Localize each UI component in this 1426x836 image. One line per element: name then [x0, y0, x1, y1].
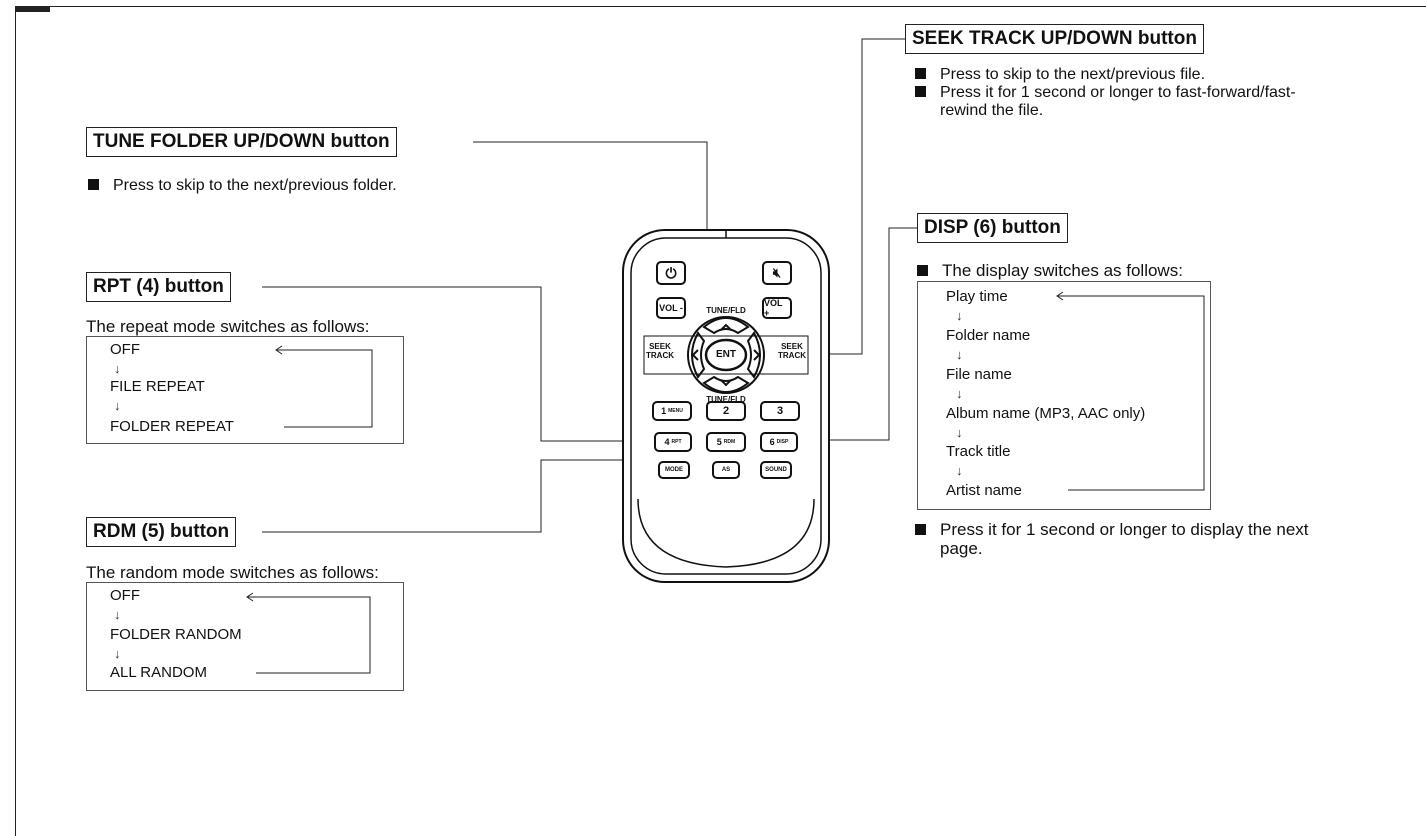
rpt-mode-off: OFF [110, 341, 140, 358]
rdm-mode-folder: FOLDER RANDOM [110, 626, 242, 643]
seek-note-1: Press to skip to the next/previous file. [915, 66, 1205, 84]
disp-note-1: Press it for 1 second or longer to displ… [915, 521, 1309, 539]
down-arrow-icon: ↓ [114, 398, 121, 413]
disp-mode-artist-name: Artist name [946, 482, 1022, 499]
down-arrow-icon: ↓ [114, 646, 121, 661]
vol-minus-button[interactable]: VOL - [656, 297, 686, 319]
bullet-icon [917, 265, 928, 276]
page-frame [15, 6, 1426, 836]
seek-note-3: rewind the file. [940, 102, 1044, 119]
disp-mode-play-time: Play time [946, 288, 1008, 305]
rpt-mode-file: FILE REPEAT [110, 378, 205, 395]
seek-track-label: SEEK TRACK UP/DOWN button [905, 24, 1204, 54]
disp-mode-album-name: Album name (MP3, AAC only) [946, 405, 1146, 422]
rdm-label: RDM (5) button [86, 517, 237, 547]
rpt-mode-folder: FOLDER REPEAT [110, 418, 234, 435]
as-button[interactable]: AS [712, 461, 740, 479]
rdm-mode-all: ALL RANDOM [110, 664, 207, 681]
seek-up-button[interactable] [750, 333, 768, 377]
bullet-icon [915, 86, 926, 97]
seek-down-button[interactable] [684, 333, 702, 377]
tune-down-button[interactable] [706, 377, 746, 397]
tune-up-button[interactable] [706, 314, 746, 334]
disp-mode-file-name: File name [946, 366, 1012, 383]
mode-button[interactable]: MODE [658, 461, 690, 479]
rdm-intro: The random mode switches as follows: [86, 563, 379, 582]
disp-note-2: page. [940, 539, 983, 558]
page-corner-mark [16, 7, 50, 12]
down-arrow-icon: ↓ [956, 308, 963, 323]
rdm-mode-off: OFF [110, 587, 140, 604]
tune-fld-bottom-label: TUNE/FLD [706, 395, 746, 404]
down-arrow-icon: ↓ [956, 386, 963, 401]
mute-icon: 🔇︎ [772, 265, 782, 280]
bullet-icon [88, 179, 99, 190]
down-arrow-icon: ↓ [956, 463, 963, 478]
rpt-intro: The repeat mode switches as follows: [86, 317, 370, 336]
down-arrow-icon: ↓ [956, 425, 963, 440]
disp-label: DISP (6) button [917, 213, 1068, 243]
bullet-icon [915, 68, 926, 79]
tune-fld-top-label: TUNE/FLD [706, 306, 746, 315]
tune-note: Press to skip to the next/previous folde… [88, 177, 397, 195]
down-arrow-icon: ↓ [114, 361, 121, 376]
disp-mode-box [917, 281, 1211, 510]
power-icon: ⏻ [665, 264, 677, 281]
rpt-mode-box [86, 336, 404, 444]
disp-mode-folder-name: Folder name [946, 327, 1031, 344]
ent-button[interactable]: ENT [716, 349, 736, 360]
button-3[interactable]: 3 [760, 401, 800, 421]
bullet-icon [915, 524, 926, 535]
button-2[interactable]: 2 [706, 401, 746, 421]
rpt-label: RPT (4) button [86, 272, 231, 302]
power-button[interactable]: ⏻ [656, 261, 686, 285]
down-arrow-icon: ↓ [114, 607, 121, 622]
disp-mode-track-title: Track title [946, 443, 1011, 460]
seek-note-2: Press it for 1 second or longer to fast-… [915, 84, 1296, 102]
mute-button[interactable]: 🔇︎ [762, 261, 792, 285]
sound-button[interactable]: SOUND [760, 461, 792, 479]
tune-folder-label: TUNE FOLDER UP/DOWN button [86, 127, 397, 157]
rdm-mode-box [86, 582, 404, 691]
down-arrow-icon: ↓ [956, 347, 963, 362]
disp-intro: The display switches as follows: [917, 262, 1183, 280]
vol-plus-button[interactable]: VOL + [762, 297, 792, 319]
